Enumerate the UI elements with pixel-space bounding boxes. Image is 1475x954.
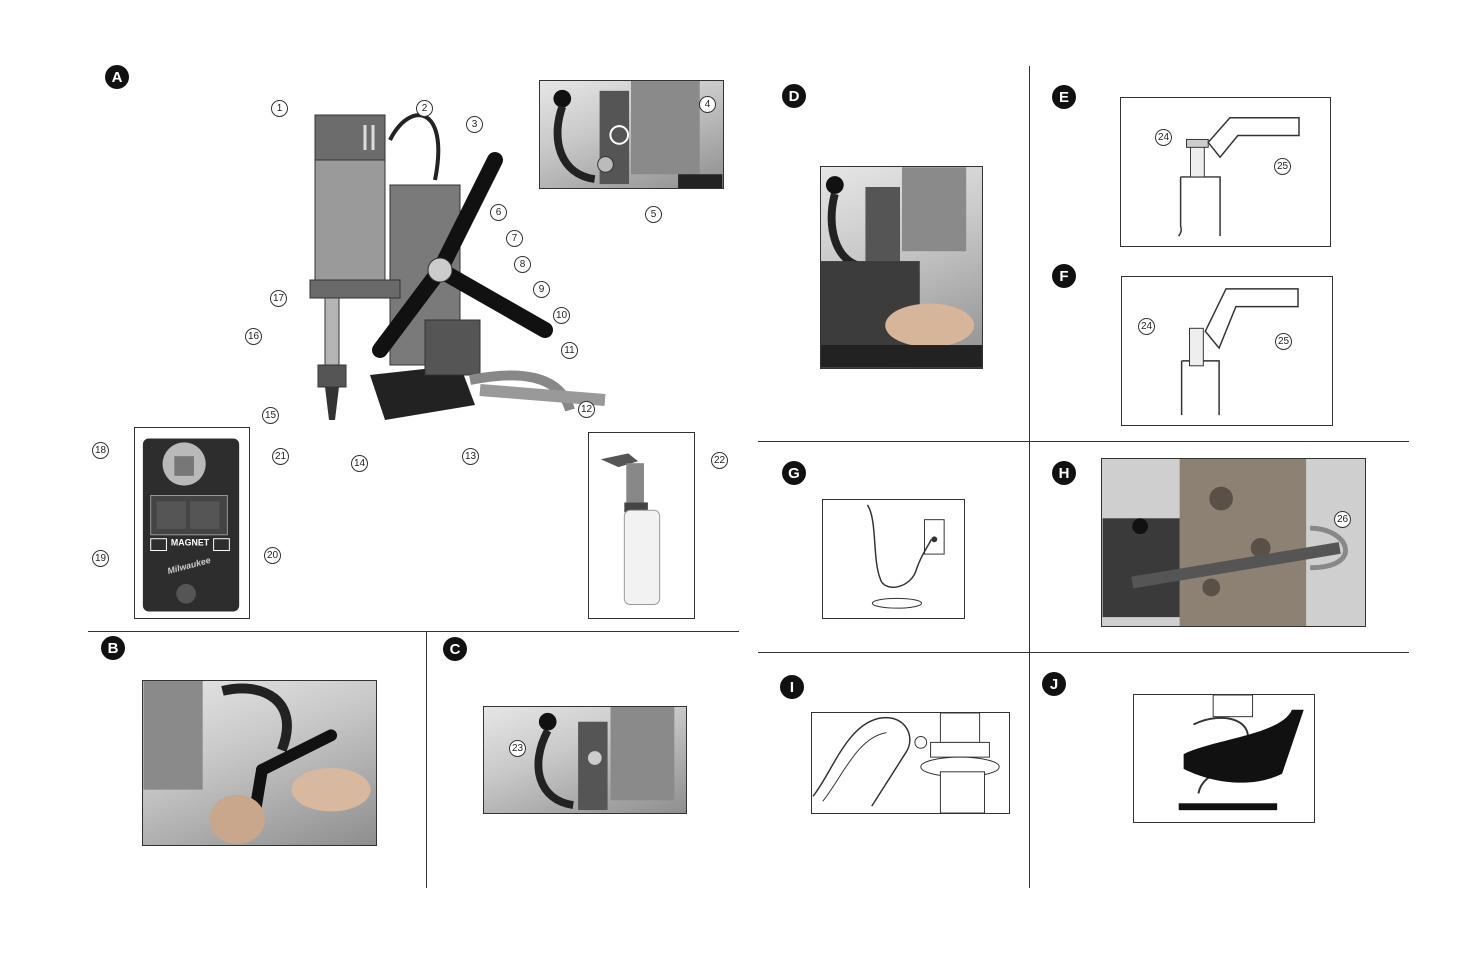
figure-g-drawing [822,499,965,619]
callout-26: 26 [1334,511,1351,528]
figure-e-drawing [1120,97,1331,247]
callout-21: 21 [272,448,289,465]
spray-bottle-figure [588,432,695,619]
callout-6: 6 [490,204,507,221]
figure-b-photo [142,680,377,846]
figure-i-drawing [811,712,1010,814]
callout-5: 5 [645,206,662,223]
figure-f-drawing [1121,276,1333,426]
drill-press-main-figure [240,100,610,460]
section-badge-b: B [101,636,125,660]
divider-horizontal-right-bottom [758,652,1409,653]
callout-7: 7 [506,230,523,247]
callout-10: 10 [553,307,570,324]
callout-2: 2 [416,100,433,117]
control-panel-figure: MAGNET Milwaukee [134,427,250,619]
callout-11: 11 [561,342,578,359]
callout-24-e: 24 [1155,129,1172,146]
callout-1: 1 [271,100,288,117]
divider-vertical-bc [426,631,427,888]
figure-c-photo [483,706,687,814]
section-badge-g: G [782,461,806,485]
callout-18: 18 [92,442,109,459]
callout-17: 17 [270,290,287,307]
figure-d-photo [820,166,983,369]
magnet-label: MAGNET [171,538,210,548]
callout-15: 15 [262,407,279,424]
section-badge-d: D [782,84,806,108]
section-badge-f: F [1052,264,1076,288]
section-badge-e: E [1052,85,1076,109]
figure-j-drawing [1133,694,1315,823]
callout-14: 14 [351,455,368,472]
callout-24-f: 24 [1138,318,1155,335]
figure-h-photo [1101,458,1366,627]
callout-23: 23 [509,740,526,757]
inset-figure-depth-gauge [539,80,724,189]
callout-13: 13 [462,448,479,465]
section-badge-i: I [780,675,804,699]
callout-20: 20 [264,547,281,564]
divider-horizontal-right-top [758,441,1409,442]
callout-25-f: 25 [1275,333,1292,350]
callout-12: 12 [578,401,595,418]
divider-horizontal-left [88,631,739,632]
callout-4: 4 [699,96,716,113]
divider-vertical-center [1029,66,1030,888]
section-badge-j: J [1042,672,1066,696]
section-badge-h: H [1052,461,1076,485]
callout-8: 8 [514,256,531,273]
callout-25-e: 25 [1274,158,1291,175]
section-badge-c: C [443,637,467,661]
callout-9: 9 [533,281,550,298]
callout-16: 16 [245,328,262,345]
callout-22: 22 [711,452,728,469]
callout-19: 19 [92,550,109,567]
section-badge-a: A [105,65,129,89]
callout-3: 3 [466,116,483,133]
